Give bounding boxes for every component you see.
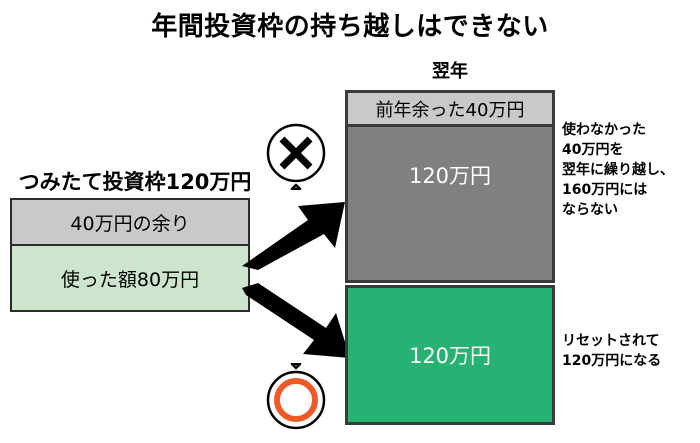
carryover-box: 前年余った40万円 120万円 (345, 90, 555, 283)
reset-box: 120万円 (345, 285, 555, 425)
carryover-banner: 前年余った40万円 (348, 93, 552, 127)
arrow-carryover (240, 200, 350, 272)
reset-annotation: リセットされて 120万円になる (562, 333, 662, 369)
circle-mark-icon (262, 362, 330, 431)
page-title: 年間投資枠の持ち越しはできない (151, 12, 549, 42)
cross-mark-icon (262, 122, 330, 191)
carryover-annotation: 使わなかった 40万円を 翌年に繰り越し、 160万円には ならない (562, 122, 674, 218)
used-segment: 使った額80万円 (12, 246, 248, 310)
next-year-label: 翌年 (432, 61, 468, 82)
annual-quota-box: 40万円の余り 使った額80万円 (10, 198, 250, 312)
arrow-reset (240, 282, 355, 360)
remainder-segment: 40万円の余り (12, 200, 248, 246)
carryover-amount: 120万円 (348, 127, 552, 280)
left-box-label: つみたて投資枠120万円 (18, 170, 252, 194)
